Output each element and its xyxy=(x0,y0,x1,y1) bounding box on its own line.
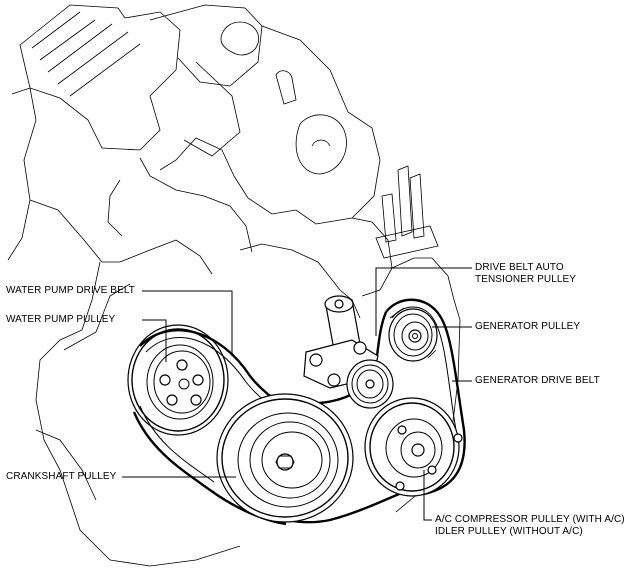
ac-compressor-pulley xyxy=(364,397,463,497)
label-generator-pulley: GENERATOR PULLEY xyxy=(475,321,581,332)
leader-water-pump-belt xyxy=(142,290,233,356)
leader-water-pump-pulley xyxy=(142,319,167,362)
label-tensioner-line1: DRIVE BELT AUTO xyxy=(475,262,564,273)
label-generator-drive-belt: GENERATOR DRIVE BELT xyxy=(475,375,600,386)
label-water-pump-pulley: WATER PUMP PULLEY xyxy=(6,314,116,325)
leader-tensioner xyxy=(375,267,472,336)
tensioner-pulley xyxy=(346,359,394,409)
label-ac-compressor-line1: A/C COMPRESSOR PULLEY (WITH A/C) xyxy=(435,514,625,525)
label-water-pump-drive-belt: WATER PUMP DRIVE BELT xyxy=(6,285,135,296)
engine-block-outline xyxy=(7,4,461,567)
crankshaft-pulley xyxy=(216,393,354,523)
label-crankshaft-pulley: CRANKSHAFT PULLEY xyxy=(6,471,117,482)
leader-lines xyxy=(122,267,472,521)
water-pump-pulley xyxy=(127,324,229,436)
generator-pulley xyxy=(388,307,438,362)
leader-ac-compressor xyxy=(423,470,432,521)
label-tensioner-line2: TENSIONER PULLEY xyxy=(475,274,577,285)
label-ac-compressor-line2: IDLER PULLEY (WITHOUT A/C) xyxy=(435,526,583,537)
